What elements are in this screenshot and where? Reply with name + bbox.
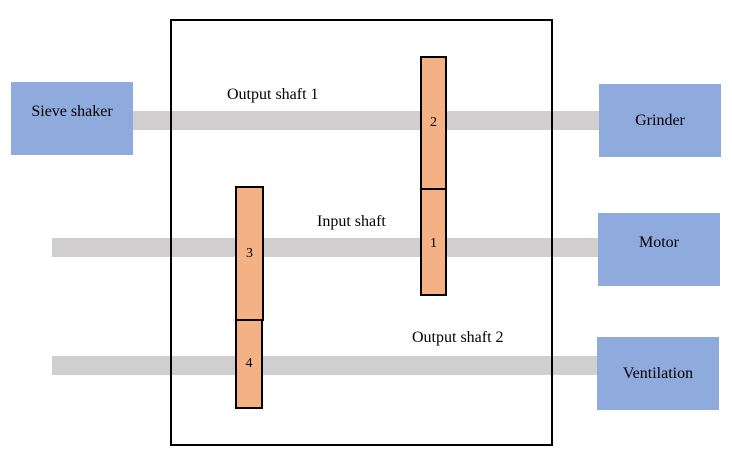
output-shaft-1-bar xyxy=(132,111,600,130)
output-shaft-1-label: Output shaft 1 xyxy=(227,86,319,103)
ventilation-box: Ventilation xyxy=(597,337,719,410)
gear-4-label: 4 xyxy=(245,356,253,371)
gear-3-label: 3 xyxy=(246,245,253,261)
input-shaft-label: Input shaft xyxy=(317,213,386,230)
motor-label: Motor xyxy=(639,234,679,251)
gear-2-label: 2 xyxy=(430,115,437,130)
gear-2: 2 xyxy=(420,56,447,190)
output-shaft-2-label: Output shaft 2 xyxy=(412,329,504,346)
sieve-shaker-label: Sieve shaker xyxy=(31,103,113,120)
gear-3: 3 xyxy=(235,186,264,321)
gearbox-housing xyxy=(170,19,553,446)
gear-1-label: 1 xyxy=(430,236,437,251)
sieve-shaker-box: Sieve shaker xyxy=(11,82,133,155)
output-shaft-2-bar xyxy=(52,356,598,375)
gear-1: 1 xyxy=(420,188,447,296)
input-shaft-bar xyxy=(52,238,600,257)
grinder-box: Grinder xyxy=(599,84,721,157)
motor-box: Motor xyxy=(598,213,720,286)
grinder-label: Grinder xyxy=(635,111,685,129)
gear-4: 4 xyxy=(235,319,263,409)
ventilation-label: Ventilation xyxy=(622,364,694,382)
